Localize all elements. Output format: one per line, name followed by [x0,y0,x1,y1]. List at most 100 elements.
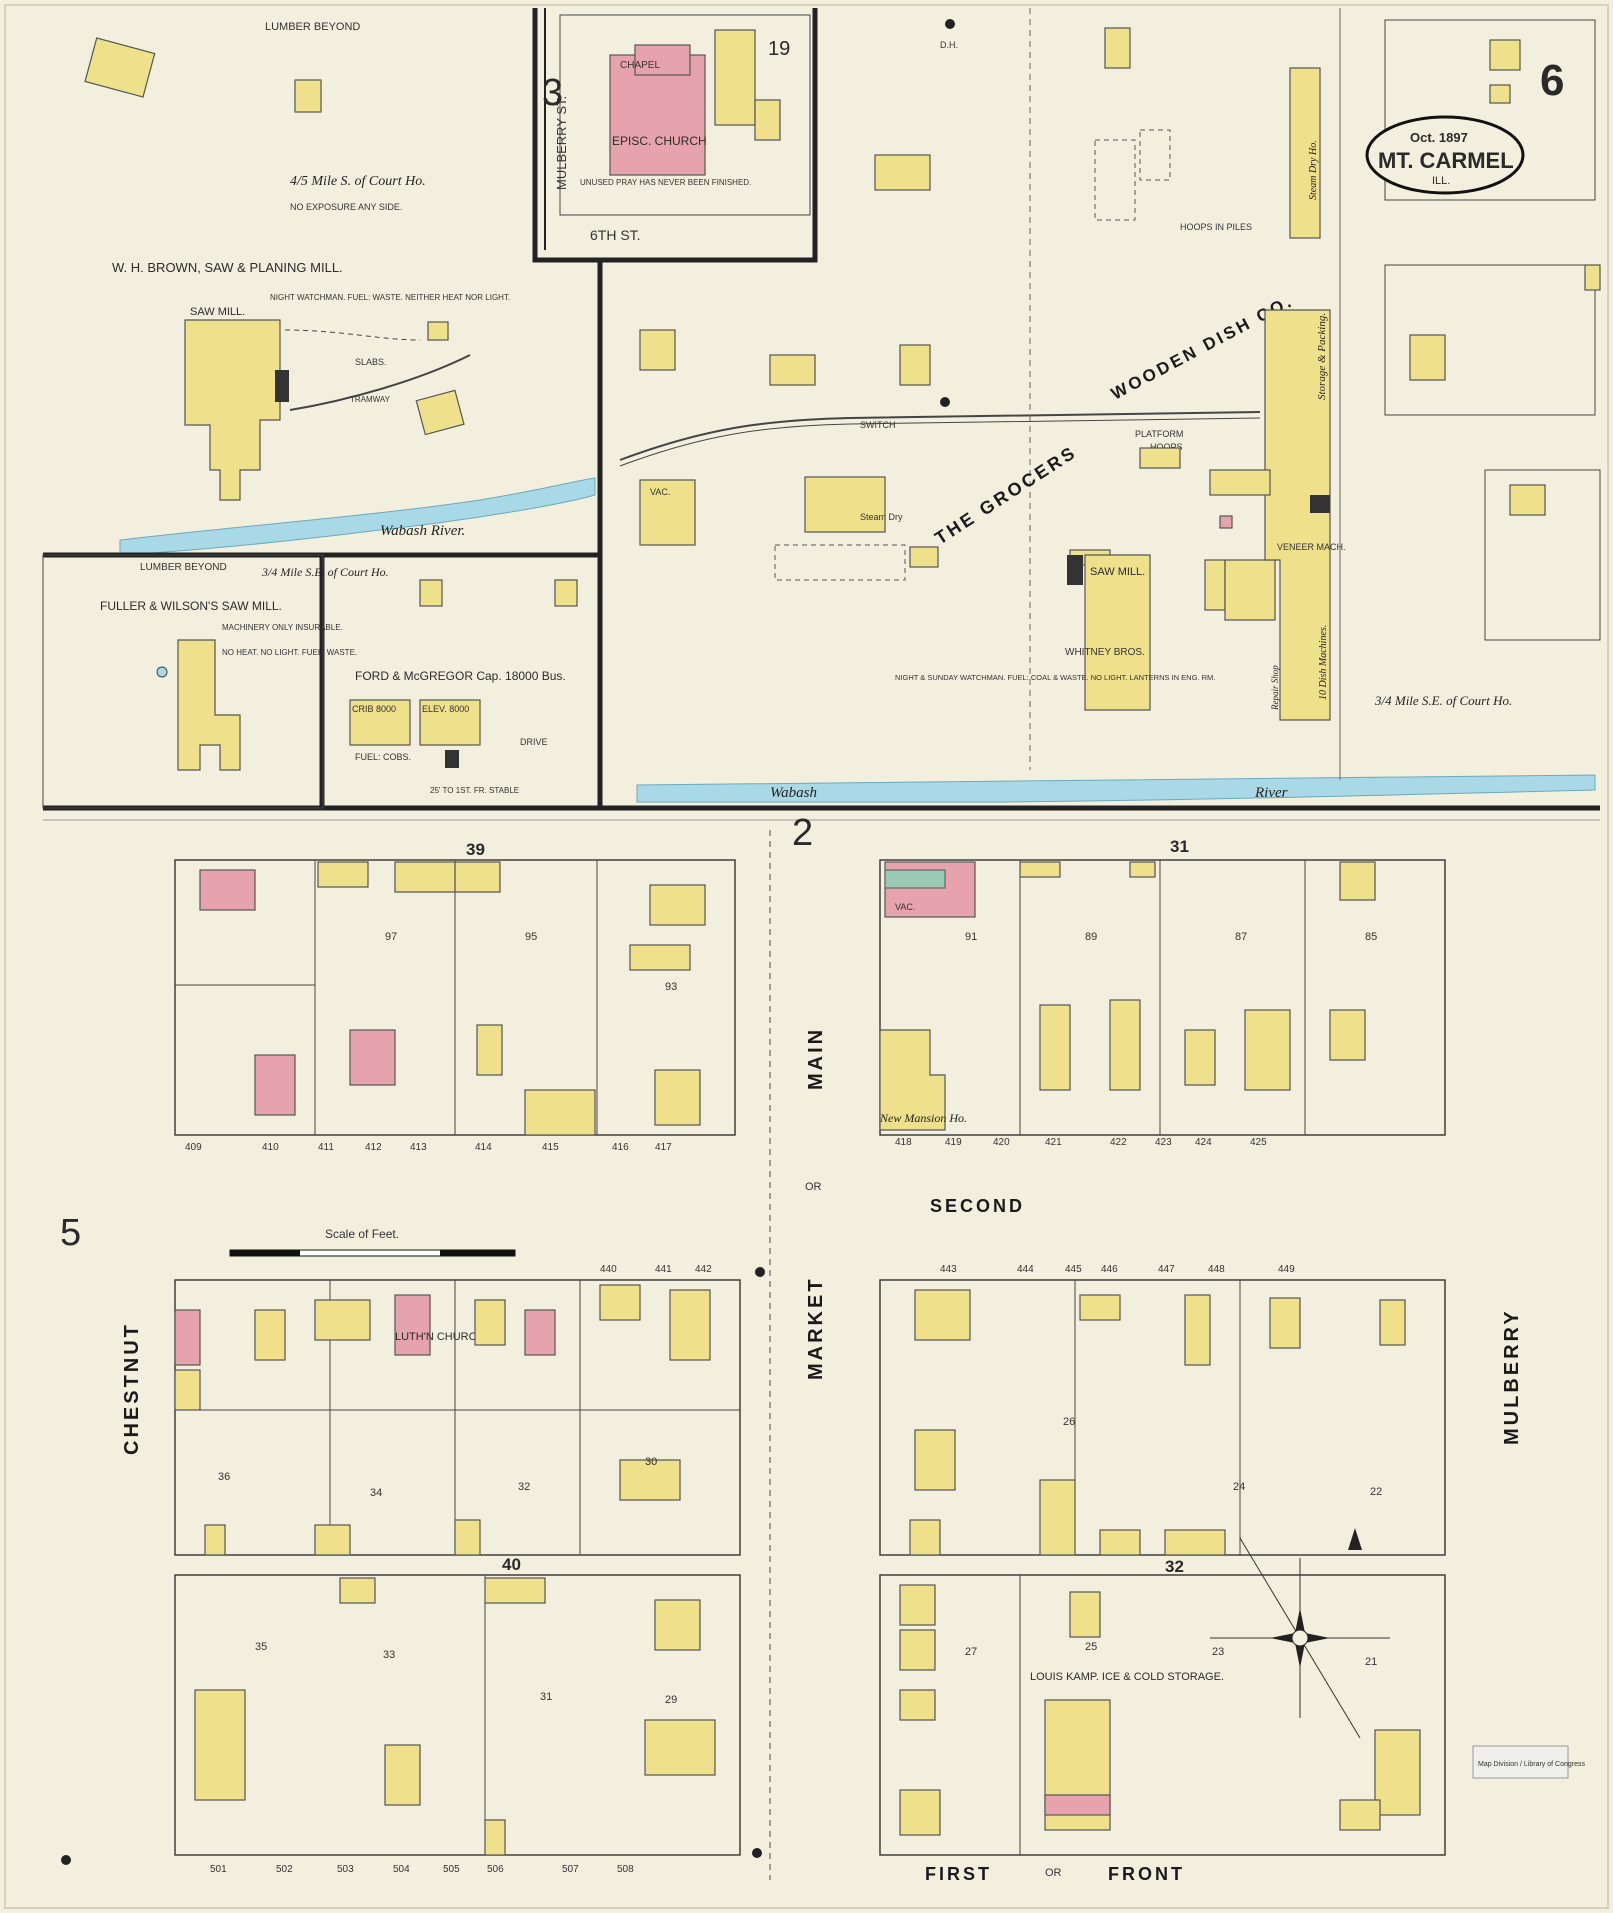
kamp-brick-section [1044,1794,1111,1816]
mile-court-ho-3: 3/4 Mile S.E. of Court Ho. [1374,693,1512,708]
top-left-shed [84,37,156,98]
b32-mid-lot: 22 [1370,1486,1382,1498]
b40s-bottom-lot: 508 [617,1864,634,1875]
b39-bottom-lot: 413 [410,1142,427,1153]
b31-lot: 87 [1235,931,1247,943]
shed-c [769,354,816,386]
b40-bld-2 [314,1299,371,1341]
front-street-label: FRONT [1108,1864,1185,1884]
b40s-bld-5 [339,1577,376,1604]
machinery-only-note: MACHINERY ONLY INSURABLE. [222,623,343,632]
switch-label: SWITCH [860,420,896,430]
b32-top-lot: 449 [1278,1264,1295,1275]
b40s-bld-1 [194,1689,246,1801]
shed-f [1104,27,1131,69]
boiler-stack [275,370,289,402]
b39-bottom-lot: 416 [612,1142,629,1153]
b40-bld-8 [314,1524,351,1556]
main-street-label: MAIN [805,1027,827,1090]
b31-bottom-lot: 418 [895,1137,912,1148]
scale-bar-segment [440,1250,515,1256]
b32s-bld-1 [899,1584,936,1626]
fuller-wilson-lot [42,554,324,809]
sheet-border [4,4,1609,1909]
stable-note: 25' TO 1ST. FR. STABLE [430,786,519,795]
right-lower-house [1509,484,1546,516]
block-32-south [879,1574,1446,1856]
dish-machines-label: 10 Dish Machines. [1318,625,1329,700]
b40s-bottom-lot: 501 [210,1864,227,1875]
b39-brick-1 [199,869,256,911]
blacksmith-shop [415,389,465,436]
wabash-right-label: River [1254,785,1288,801]
small-shed [427,321,449,341]
storage-packing-label: Storage & Packing. [1316,313,1328,400]
b39-bld-4 [649,884,706,926]
b31-lot: 85 [1365,931,1377,943]
hoops-shed [1139,447,1181,469]
section-number-5: 5 [60,1212,81,1254]
b40-top-lot: 442 [695,1264,712,1275]
shed-d [639,329,676,371]
lumber-beyond-top: LUMBER BEYOND [265,21,360,33]
b31-bottom-lot: 422 [1110,1137,1127,1148]
right-edge-shed [1584,264,1601,291]
dh-label: D.H. [940,40,958,50]
b32-bld-1 [914,1289,971,1341]
b40-bld-6 [619,1459,681,1501]
ford-mcgregor-label: FORD & McGREGOR Cap. 18000 Bus. [355,669,566,683]
saw-mill-label: SAW MILL. [190,306,245,318]
sheet-number: 6 [1540,56,1564,105]
switch-track [619,411,1261,461]
b31-bottom-lot: 424 [1195,1137,1212,1148]
drive-label: DRIVE [520,737,548,747]
new-mansion-label: New Mansion Ho. [879,1111,967,1125]
b40s-lot: 33 [383,1649,395,1661]
b40s-bottom-lot: 505 [443,1864,460,1875]
b32-bld-9 [1164,1529,1226,1556]
b32-bld-10 [909,1519,941,1556]
right-mid-house [1409,334,1446,381]
b32-top-lot: 443 [940,1264,957,1275]
b31-bld-8 [1339,861,1376,901]
or-label-2: OR [1045,1867,1062,1879]
fuller-wilson-mill [177,639,241,771]
corn-crib [349,699,411,746]
b40s-bottom-lot: 502 [276,1864,293,1875]
b40s-bld-4 [654,1599,701,1651]
unused-pray-note: UNUSED PRAY HAS NEVER BEEN FINISHED. [580,178,751,187]
slab-path [284,329,421,341]
fuel-cobs-label: FUEL: COBS. [355,752,411,762]
b40s-bottom-lot: 504 [393,1864,410,1875]
b32-bld-6 [914,1429,956,1491]
no-heat-note: NO HEAT. NO LIGHT. FUEL: WASTE. [222,648,357,657]
hydrant-marker [945,19,955,29]
b31-lot: 91 [965,931,977,943]
b40-bld-9 [204,1524,226,1556]
new-mansion-building [879,1029,946,1131]
b31-bld-5 [1329,1009,1366,1061]
steam-dry-house [1289,67,1321,239]
luthn-church-building [394,1294,431,1356]
platform-label: PLATFORM [1135,429,1183,439]
office-shed [419,579,443,607]
shed-b [899,344,931,386]
b40-bld-4 [599,1284,641,1321]
b40s-lot: 29 [665,1694,677,1706]
section-number-3: 3 [542,72,563,114]
cartouche-town: MT. CARMEL [1378,148,1514,173]
cartouche-state: ILL. [1432,175,1450,187]
b32-mid-lot: 24 [1233,1481,1245,1493]
hydrant-marker [752,1848,762,1858]
b40-mid-lot: 32 [518,1481,530,1493]
scale-bar-segment [230,1250,300,1256]
no-exposure-note: NO EXPOSURE ANY SIDE. [290,202,402,212]
shed-outline [774,544,906,581]
b40-bld-3 [474,1299,506,1346]
veneer-shed [1224,559,1276,621]
shed-a [874,154,931,191]
block-number-19: 19 [768,38,790,60]
b39-lot-95: 95 [525,931,537,943]
steam-dry-label: Steam Dry [860,512,903,522]
